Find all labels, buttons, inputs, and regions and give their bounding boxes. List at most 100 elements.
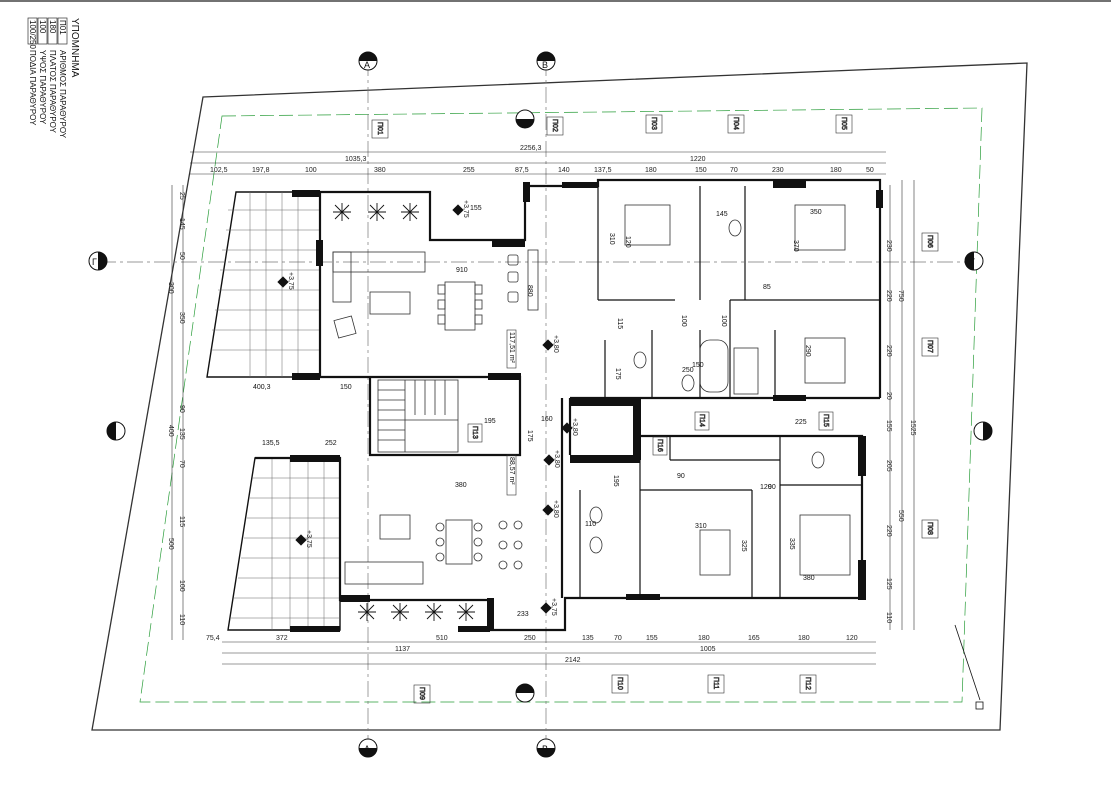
section-marker-bottom [515, 683, 535, 703]
svg-text:117,51 m²: 117,51 m² [508, 332, 515, 364]
svg-text:90: 90 [677, 473, 685, 480]
window-tag: Π07 [921, 337, 939, 357]
window-tag: Π13 [467, 423, 483, 443]
svg-text:910: 910 [456, 267, 468, 274]
axis-marker-b-bottom: B [536, 738, 556, 758]
level-marker: +3,75 [452, 200, 469, 218]
svg-text:A: A [364, 60, 370, 70]
svg-text:Π09: Π09 [418, 687, 425, 700]
beds [624, 204, 851, 576]
svg-text:510: 510 [436, 635, 448, 642]
right-dimensions: 230 220 220 20 155 205 220 125 110 1525 … [885, 240, 916, 623]
svg-text:85: 85 [763, 284, 771, 291]
axis-marker-b-top: B [536, 51, 556, 71]
svg-text:180: 180 [48, 20, 57, 34]
level-marker: +3,80 [542, 335, 559, 353]
level-marker: +3,75 [277, 272, 294, 290]
window-tag: Π08 [921, 519, 939, 539]
svg-text:180: 180 [798, 635, 810, 642]
svg-text:Π16: Π16 [656, 439, 663, 452]
plot-boundary [91, 62, 1028, 731]
svg-text:Π13: Π13 [471, 426, 478, 439]
window-tags: Π01 Π02 Π03 Π04 Π05 Π06 Π07 Π08 Π09 Π10 … [371, 114, 939, 704]
svg-text:400,3: 400,3 [253, 384, 271, 391]
svg-text:Γ: Γ [970, 257, 975, 267]
svg-text:400: 400 [167, 425, 174, 437]
area-labels: 117,51 m² 88,57 m² [506, 329, 517, 496]
window-tag: Π12 [799, 674, 817, 694]
svg-text:Π02: Π02 [551, 119, 558, 132]
left-dimensions: 25 145 50 350 300 90 135 70 400 500 100 … [167, 192, 185, 625]
svg-text:102,5: 102,5 [210, 167, 228, 174]
svg-text:233: 233 [517, 611, 529, 618]
svg-text:380: 380 [374, 167, 386, 174]
svg-text:Π08: Π08 [926, 522, 933, 535]
svg-text:155: 155 [646, 635, 658, 642]
svg-text:380: 380 [803, 575, 815, 582]
svg-text:1137: 1137 [395, 646, 410, 653]
axis-marker-g-left: Γ [88, 251, 108, 271]
svg-text:+3,75: +3,75 [550, 598, 557, 616]
balcony-top-left [206, 191, 321, 378]
svg-text:100: 100 [680, 315, 687, 327]
sofa-bottom [344, 514, 424, 585]
setback-line [139, 107, 983, 703]
svg-text:Π12: Π12 [804, 677, 811, 690]
svg-text:Π01: Π01 [376, 122, 383, 135]
svg-text:110: 110 [178, 614, 185, 625]
svg-text:+3,80: +3,80 [571, 418, 578, 436]
svg-text:350: 350 [810, 209, 822, 216]
svg-text:100: 100 [720, 315, 727, 327]
svg-text:750: 750 [897, 290, 904, 302]
legend-title: ΥΠΟΜΝΗΜΑ [69, 18, 80, 78]
svg-text:140: 140 [558, 167, 570, 174]
top-dimensions: 102,5 197,8 100 380 255 87,5 140 137,5 1… [210, 145, 874, 174]
svg-text:880: 880 [526, 285, 533, 297]
legend-row: Π01 ΑΡΙΘΜΟΣ ΠΑΡΑΘΥΡΟΥ [57, 17, 68, 139]
svg-text:100: 100 [38, 20, 47, 34]
svg-text:1005: 1005 [700, 646, 716, 653]
svg-text:A: A [364, 744, 370, 754]
svg-text:2256,3: 2256,3 [520, 145, 542, 152]
svg-text:Π07: Π07 [926, 340, 933, 353]
svg-text:+3,75: +3,75 [462, 200, 469, 218]
svg-text:ΠΟΔΙΑ ΠΑΡΑΘΥΡΟΥ: ΠΟΔΙΑ ΠΑΡΑΘΥΡΟΥ [28, 50, 37, 126]
svg-text:50: 50 [866, 167, 874, 174]
svg-text:195: 195 [612, 475, 619, 487]
svg-text:150: 150 [695, 167, 707, 174]
svg-text:ΠΛΑΤΟΣ ΠΑΡΑΘΥΡΟΥ: ΠΛΑΤΟΣ ΠΑΡΑΘΥΡΟΥ [48, 50, 57, 134]
svg-text:180: 180 [830, 167, 842, 174]
svg-text:220: 220 [885, 290, 892, 302]
svg-text:B: B [542, 60, 548, 70]
inner-dimensions: 400,3 150 135,5 252 155 910 880 115 100 … [253, 205, 822, 618]
svg-text:372: 372 [276, 635, 288, 642]
svg-text:+3,75: +3,75 [287, 272, 294, 290]
svg-text:75,4: 75,4 [206, 635, 220, 642]
svg-text:70: 70 [614, 635, 622, 642]
svg-text:115: 115 [616, 318, 623, 329]
svg-text:Π03: Π03 [650, 117, 657, 130]
svg-text:20: 20 [885, 392, 892, 400]
level-marker: +3,75 [295, 530, 312, 548]
svg-text:180: 180 [698, 635, 710, 642]
svg-text:90: 90 [768, 484, 776, 491]
svg-text:90: 90 [178, 405, 185, 413]
svg-text:+3,75: +3,75 [305, 530, 312, 548]
svg-text:125: 125 [885, 578, 892, 590]
north-arrow-icon [954, 624, 984, 710]
staircase [377, 379, 459, 453]
svg-text:137,5: 137,5 [594, 167, 612, 174]
sofa-top [332, 251, 426, 339]
svg-text:155: 155 [885, 420, 892, 432]
svg-text:180: 180 [645, 167, 657, 174]
axis-marker-g-right: Γ [964, 251, 984, 271]
svg-text:Π15: Π15 [822, 414, 829, 427]
svg-text:1035,3: 1035,3 [345, 156, 367, 163]
svg-text:Π06: Π06 [926, 235, 933, 248]
svg-text:300: 300 [167, 282, 174, 294]
svg-text:135: 135 [178, 428, 185, 440]
building [206, 178, 883, 632]
svg-text:135,5: 135,5 [262, 440, 280, 447]
svg-text:230: 230 [885, 240, 892, 252]
svg-text:110: 110 [585, 521, 596, 528]
